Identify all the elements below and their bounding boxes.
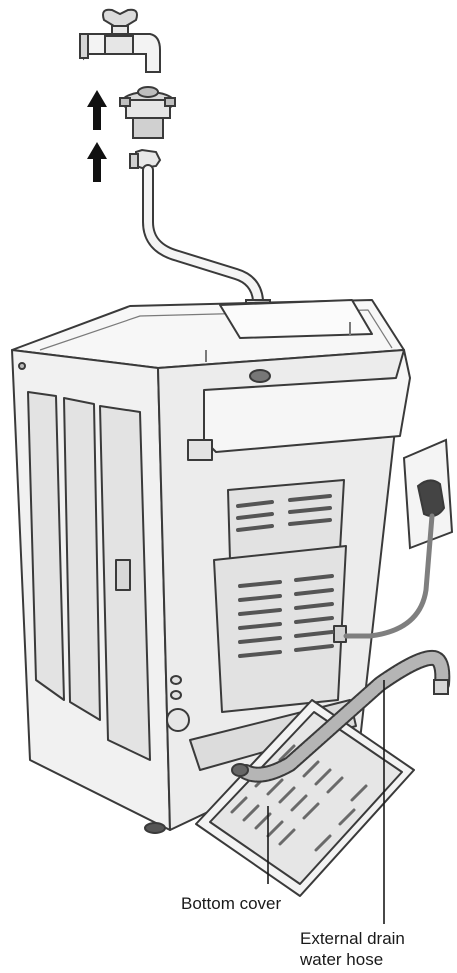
drain-hose-end [434, 680, 448, 694]
water-supply-hose [148, 170, 258, 300]
inlet-adapter-icon [120, 87, 175, 138]
arrow-up-icon [87, 90, 107, 130]
label-line: water hose [300, 949, 405, 970]
label-line: External drain [300, 928, 405, 949]
label-bottom-cover: Bottom cover [181, 893, 281, 914]
water-tap-icon [80, 10, 160, 72]
label-external-drain-hose: External drain water hose [300, 928, 405, 970]
drain-outlet [232, 764, 248, 776]
arrow-up-icon [87, 142, 107, 182]
